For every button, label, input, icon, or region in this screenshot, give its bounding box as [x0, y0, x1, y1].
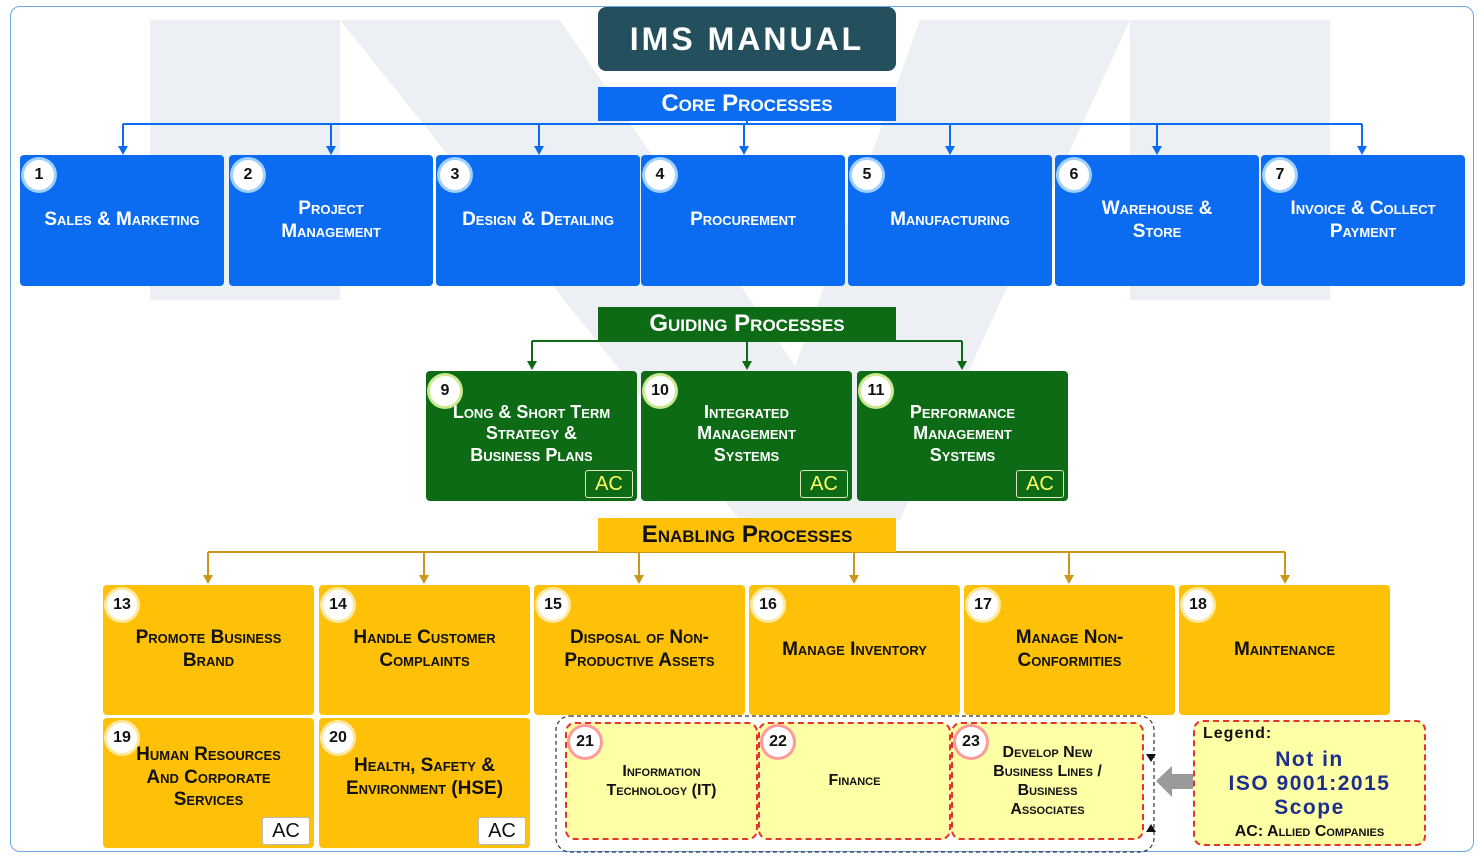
process-number: 3 — [440, 160, 470, 190]
process-number: 17 — [968, 590, 998, 620]
core-processes-header: Core Processes — [598, 87, 896, 121]
process-label: Health, Safety & Environment (HSE) — [345, 755, 504, 799]
process-human-resources[interactable]: 19 Human Resources And Corporate Service… — [103, 718, 314, 848]
process-label: Performance Management Systems — [909, 401, 1016, 465]
enabling-processes-header: Enabling Processes — [598, 518, 896, 552]
process-number: 19 — [107, 723, 137, 753]
process-label: Long & Short Term Strategy & Business Pl… — [452, 401, 611, 465]
enabling-arrowheads — [203, 575, 1290, 584]
process-number: 20 — [323, 723, 353, 753]
process-label: Develop New Business Lines / Business As… — [993, 743, 1102, 819]
process-label: Manufacturing — [890, 209, 1010, 231]
process-number: 11 — [861, 376, 891, 406]
process-label: Maintenance — [1233, 638, 1336, 660]
process-health-safety-environment[interactable]: 20 Health, Safety & Environment (HSE) AC — [319, 718, 530, 848]
process-label: Integrated Management Systems — [697, 401, 796, 465]
process-number: 6 — [1059, 160, 1089, 190]
process-number: 15 — [538, 590, 568, 620]
process-label: Disposal of Non- Productive Assets — [564, 627, 715, 671]
enabling-connectors — [207, 551, 1286, 577]
process-label: Procurement — [690, 209, 796, 231]
process-number: 21 — [570, 727, 600, 757]
process-label: Sales & Marketing — [44, 209, 200, 231]
process-finance[interactable]: 22 Finance — [758, 722, 951, 840]
allied-companies-tag: AC — [1016, 470, 1064, 498]
process-label: Invoice & Collect Payment — [1290, 197, 1436, 242]
guiding-connectors — [531, 340, 963, 363]
process-information-technology[interactable]: 21 Information Technology (IT) — [565, 722, 758, 840]
allied-companies-tag: AC — [478, 817, 526, 845]
process-procurement[interactable]: 4 Procurement — [641, 155, 845, 286]
process-number: 22 — [763, 727, 793, 757]
process-number: 23 — [956, 727, 986, 757]
process-strategy-business-plans[interactable]: 9 Long & Short Term Strategy & Business … — [426, 371, 637, 501]
process-maintenance[interactable]: 18 Maintenance — [1179, 585, 1390, 715]
core-connectors — [122, 121, 1363, 148]
core-arrowheads — [118, 146, 1367, 155]
process-sales-marketing[interactable]: 1 Sales & Marketing — [20, 155, 224, 286]
page-title: IMS MANUAL — [598, 7, 896, 71]
outer-frame — [10, 6, 1474, 852]
process-number: 16 — [753, 590, 783, 620]
guiding-arrowheads — [527, 361, 967, 370]
process-number: 14 — [323, 590, 353, 620]
process-manufacturing[interactable]: 5 Manufacturing — [848, 155, 1052, 286]
process-number: 18 — [1183, 590, 1213, 620]
process-develop-new-business-lines[interactable]: 23 Develop New Business Lines / Business… — [951, 722, 1144, 840]
process-number: 9 — [430, 376, 460, 406]
guiding-processes-header: Guiding Processes — [598, 307, 896, 341]
process-label: Finance — [828, 772, 881, 790]
process-label: Warehouse & Store — [1101, 197, 1213, 242]
legend-pointer-arrow — [1156, 766, 1194, 797]
allied-companies-tag: AC — [800, 470, 848, 498]
process-design-detailing[interactable]: 3 Design & Detailing — [436, 155, 640, 286]
group-arrows — [1146, 754, 1156, 832]
process-number: 13 — [107, 590, 137, 620]
process-label: Manage Inventory — [782, 638, 927, 660]
legend-ac-definition: AC: Allied Companies — [1234, 823, 1385, 840]
process-performance-management-systems[interactable]: 11 Performance Management Systems AC — [857, 371, 1068, 501]
process-number: 10 — [645, 376, 675, 406]
process-handle-customer-complaints[interactable]: 14 Handle Customer Complaints — [319, 585, 530, 715]
process-label: Project Management — [281, 197, 381, 242]
process-disposal-non-productive-assets[interactable]: 15 Disposal of Non- Productive Assets — [534, 585, 745, 715]
process-integrated-management-systems[interactable]: 10 Integrated Management Systems AC — [641, 371, 852, 501]
process-manage-non-conformities[interactable]: 17 Manage Non- Conformities — [964, 585, 1175, 715]
process-label: Information Technology (IT) — [606, 762, 717, 799]
process-number: 7 — [1265, 160, 1295, 190]
legend-scope-note: Not in ISO 9001:2015 Scope — [1228, 748, 1391, 820]
process-number: 1 — [24, 160, 54, 190]
legend-heading: Legend: — [1203, 725, 1273, 742]
process-project-management[interactable]: 2 Project Management — [229, 155, 433, 286]
process-invoice-collect-payment[interactable]: 7 Invoice & Collect Payment — [1261, 155, 1465, 286]
process-number: 2 — [233, 160, 263, 190]
process-number: 5 — [852, 160, 882, 190]
allied-companies-tag: AC — [262, 817, 310, 845]
process-number: 4 — [645, 160, 675, 190]
process-promote-business-brand[interactable]: 13 Promote Business Brand — [103, 585, 314, 715]
process-label: Manage Non- Conformities — [1015, 627, 1124, 671]
legend: Legend: Not in ISO 9001:2015 Scope AC: A… — [1193, 720, 1426, 846]
allied-companies-tag: AC — [585, 470, 633, 498]
process-label: Human Resources And Corporate Services — [136, 743, 281, 811]
process-warehouse-store[interactable]: 6 Warehouse & Store — [1055, 155, 1259, 286]
process-label: Design & Detailing — [462, 209, 614, 231]
process-label: Handle Customer Complaints — [353, 627, 496, 671]
process-label: Promote Business Brand — [135, 627, 282, 671]
process-manage-inventory[interactable]: 16 Manage Inventory — [749, 585, 960, 715]
out-of-scope-group — [555, 715, 1155, 853]
